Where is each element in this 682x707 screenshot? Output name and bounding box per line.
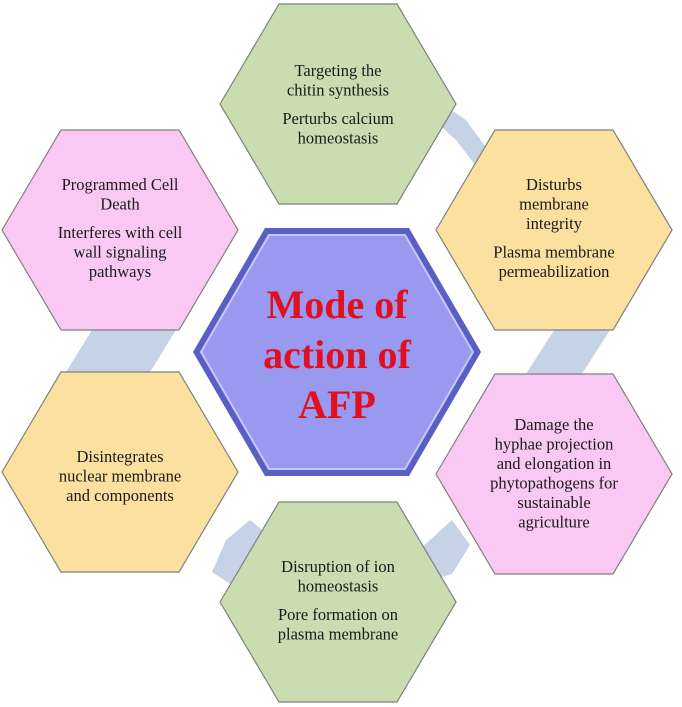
connector-1 [436,104,488,166]
center-hexagon-group: Mode of action of AFP [193,228,481,476]
hexagon-lower-left-line: and components [66,486,174,505]
center-title-line: Mode of [266,282,408,327]
hexagon-upper-right-line: membrane [519,195,589,214]
hexagon-lower-left-line: Disintegrates [76,447,163,466]
hexagon-upper-left-line: wall signaling [73,243,166,262]
connector-4 [212,520,270,588]
hexagon-lower-right-line: phytopathogens for [490,474,618,493]
connector-layer [66,104,610,588]
hexagon-top-shape [219,3,457,205]
hexagon-upper-left-line: pathways [89,262,151,281]
hexagon-upper-left-line: Death [100,195,140,214]
hexagon-upper-left-line: Programmed Cell [62,175,179,194]
hexagon-upper-right-line: Plasma membrane [493,243,614,262]
hexagon-upper-right-line: permeabilization [499,262,610,281]
hexagon-upper-right-shape [435,129,673,331]
hexagon-top-line: homeostasis [298,129,379,148]
hexagon-top-line: chitin synthesis [287,81,389,100]
hexagon-upper-right-line: Disturbs [526,175,582,194]
hexagon-bottom-line: Disruption of ion [281,557,395,576]
hexagon-bottom-shape [219,501,457,703]
hexagon-lower-right-line: sustainable [517,493,590,512]
center-title-line: AFP [298,382,376,427]
center-hexagon-shape [199,234,475,470]
hexagon-bottom-line: homeostasis [298,577,379,596]
hexagon-lower-right-line: hyphae projection [495,435,614,454]
hexagon-lower-right-line: and elongation in [497,454,612,473]
hexagon-bottom-line: Pore formation on [278,605,398,624]
connector-2 [526,330,610,374]
hexagon-upper-left-line: Interferes with cell [58,223,183,242]
connector-5 [66,330,176,372]
hexagon-lower-right-line: Damage the [514,415,593,434]
hexagon-top-line: Targeting the [295,61,382,80]
hexagon-lower-right-line: agriculture [518,513,589,532]
hexagon-lower-left-shape [1,371,239,573]
hexagon-upper-right-line: integrity [526,214,583,233]
center-title-line: action of [263,332,411,377]
hexagon-lower-left-line: nuclear membrane [59,467,181,486]
hexagon-lower-right-shape [435,373,673,575]
hexagon-upper-left-shape [1,129,239,331]
hexagon-top-line: Perturbs calcium [282,109,394,128]
hexagon-bottom-line: plasma membrane [278,625,399,644]
